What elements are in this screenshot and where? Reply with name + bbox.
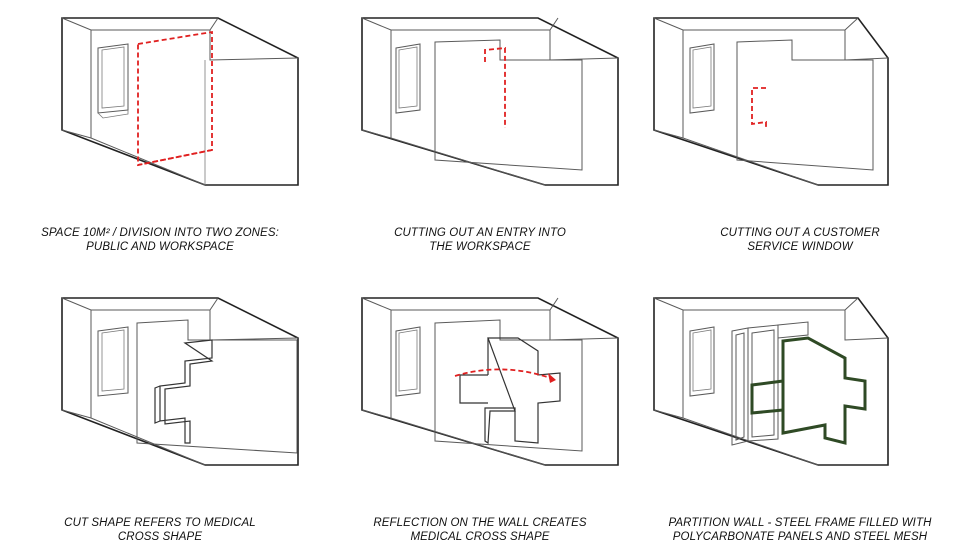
room-box	[61, 297, 299, 466]
room-box	[361, 297, 619, 466]
room-box	[361, 17, 619, 186]
room-diagram-2	[361, 17, 619, 186]
room-diagram-4	[61, 297, 299, 466]
room-diagram-3	[653, 17, 889, 186]
polycarbonate-panels	[731, 321, 809, 446]
caption-line-1: PARTITION WALL - STEEL FRAME FILLED WITH	[668, 517, 932, 529]
caption-line-1: CUTTING OUT AN ENTRY INTO	[394, 227, 566, 239]
partition-wall	[736, 39, 874, 171]
partition-wall	[434, 39, 583, 171]
caption-line-1: CUT SHAPE REFERS TO MEDICAL	[64, 517, 256, 529]
window	[395, 43, 421, 114]
caption-line-2: MEDICAL CROSS SHAPE	[410, 531, 550, 543]
entry-cut-dashed	[484, 47, 506, 128]
caption: CUT SHAPE REFERS TO MEDICAL CROSS SHAPE	[0, 516, 320, 544]
window	[689, 326, 715, 397]
room-box	[653, 297, 889, 466]
caption-line-2: POLYCARBONATE PANELS AND STEEL MESH	[672, 531, 928, 543]
reflection-arc-dashed	[454, 368, 557, 383]
panel-4: CUT SHAPE REFERS TO MEDICAL CROSS SHAPE	[0, 277, 320, 554]
room-box	[653, 17, 889, 186]
partition-wall	[136, 319, 298, 454]
caption-line-1: SPACE 10m² / DIVISION INTO TWO ZONES:	[41, 227, 279, 239]
window	[97, 326, 129, 397]
medical-cross-cut	[154, 339, 214, 444]
window	[97, 43, 129, 119]
caption-line-1: REFLECTION ON THE WALL CREATES	[373, 517, 587, 529]
room-diagram-1	[61, 17, 299, 186]
caption-line-1: CUTTING OUT A CUSTOMER	[720, 227, 880, 239]
window	[689, 43, 715, 114]
room-diagram-5	[361, 297, 619, 466]
panel-2: CUTTING OUT AN ENTRY INTO THE WORKSPACE	[320, 0, 640, 277]
panel-1: SPACE 10m² / DIVISION INTO TWO ZONES: PU…	[0, 0, 320, 277]
panel-5: REFLECTION ON THE WALL CREATES MEDICAL C…	[320, 277, 640, 554]
caption: SPACE 10m² / DIVISION INTO TWO ZONES: PU…	[0, 226, 320, 254]
panel-3: CUTTING OUT A CUSTOMER SERVICE WINDOW	[640, 0, 960, 277]
panel-6: PARTITION WALL - STEEL FRAME FILLED WITH…	[640, 277, 960, 554]
partition-wall	[434, 319, 583, 452]
reflected-medical-cross	[459, 337, 561, 445]
caption-line-2: PUBLIC AND WORKSPACE	[86, 241, 234, 253]
caption-line-2: THE WORKSPACE	[429, 241, 531, 253]
caption: REFLECTION ON THE WALL CREATES MEDICAL C…	[320, 516, 640, 544]
caption: PARTITION WALL - STEEL FRAME FILLED WITH…	[640, 516, 960, 544]
service-window-cut-dashed	[751, 87, 767, 128]
caption-line-2: SERVICE WINDOW	[747, 241, 853, 253]
room-box	[61, 17, 299, 186]
room-diagram-6	[653, 297, 889, 466]
caption-line-2: CROSS SHAPE	[117, 531, 203, 543]
caption: CUTTING OUT AN ENTRY INTO THE WORKSPACE	[320, 226, 640, 254]
window	[395, 326, 421, 397]
caption: CUTTING OUT A CUSTOMER SERVICE WINDOW	[640, 226, 960, 254]
dividing-plane-dashed	[137, 30, 213, 167]
steel-frame-cross	[750, 336, 867, 445]
